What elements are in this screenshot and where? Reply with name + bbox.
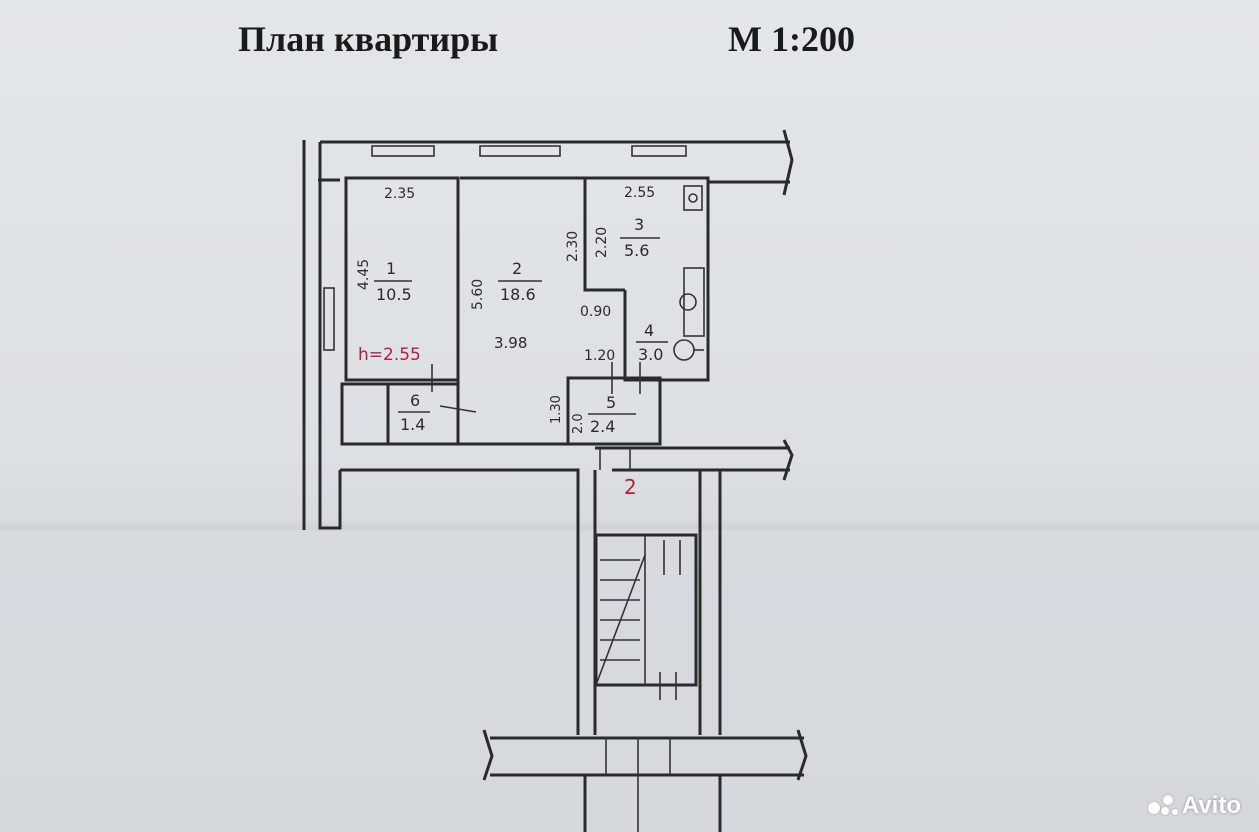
windows <box>323 145 687 351</box>
room-1-width: 2.35 <box>384 186 415 202</box>
room-3-length-a: 2.30 <box>565 231 581 262</box>
room-5-number: 5 <box>606 393 616 412</box>
room-5-width: 1.20 <box>584 348 615 364</box>
room-6-area: 1.4 <box>400 415 425 434</box>
room-4-width: 0.90 <box>580 304 611 320</box>
avito-watermark: Avito <box>1147 792 1241 820</box>
room-3-number: 3 <box>634 215 644 234</box>
room-2-number: 2 <box>512 259 522 278</box>
room-3-length-b: 2.20 <box>594 227 610 258</box>
room-2-area: 18.6 <box>500 285 536 304</box>
room-4-area: 3.0 <box>638 345 663 364</box>
scale-label: М 1:200 <box>728 19 855 59</box>
room-2-width: 3.98 <box>494 334 527 352</box>
avito-logo-icon <box>1147 795 1178 817</box>
room-5-length-a: 1.30 <box>549 395 564 424</box>
bottom-wall <box>482 729 808 832</box>
interior-walls <box>340 176 710 472</box>
staircase <box>594 533 698 700</box>
ceiling-height: h=2.55 <box>358 345 421 365</box>
room-1-number: 1 <box>386 259 396 278</box>
bathroom-fixtures <box>673 185 705 361</box>
landing-label: 2 <box>624 475 637 499</box>
room-1-area: 10.5 <box>376 285 412 304</box>
room-6-number: 6 <box>410 391 420 410</box>
paper-fold <box>0 520 1259 534</box>
avito-brand: Avito <box>1181 792 1241 819</box>
plan-title: План квартиры <box>238 19 499 59</box>
room-3-area: 5.6 <box>624 241 649 260</box>
room-5-area: 2.4 <box>590 417 615 436</box>
room-2-length: 5.60 <box>470 279 486 310</box>
room-fraction-bars <box>374 237 668 415</box>
room-3-width: 2.55 <box>624 185 655 201</box>
room-1-length: 4.45 <box>356 259 372 290</box>
room-5-length-b: 2.0 <box>571 413 586 434</box>
room-4-number: 4 <box>644 321 654 340</box>
door-marks <box>431 362 641 470</box>
outer-walls <box>302 129 794 735</box>
